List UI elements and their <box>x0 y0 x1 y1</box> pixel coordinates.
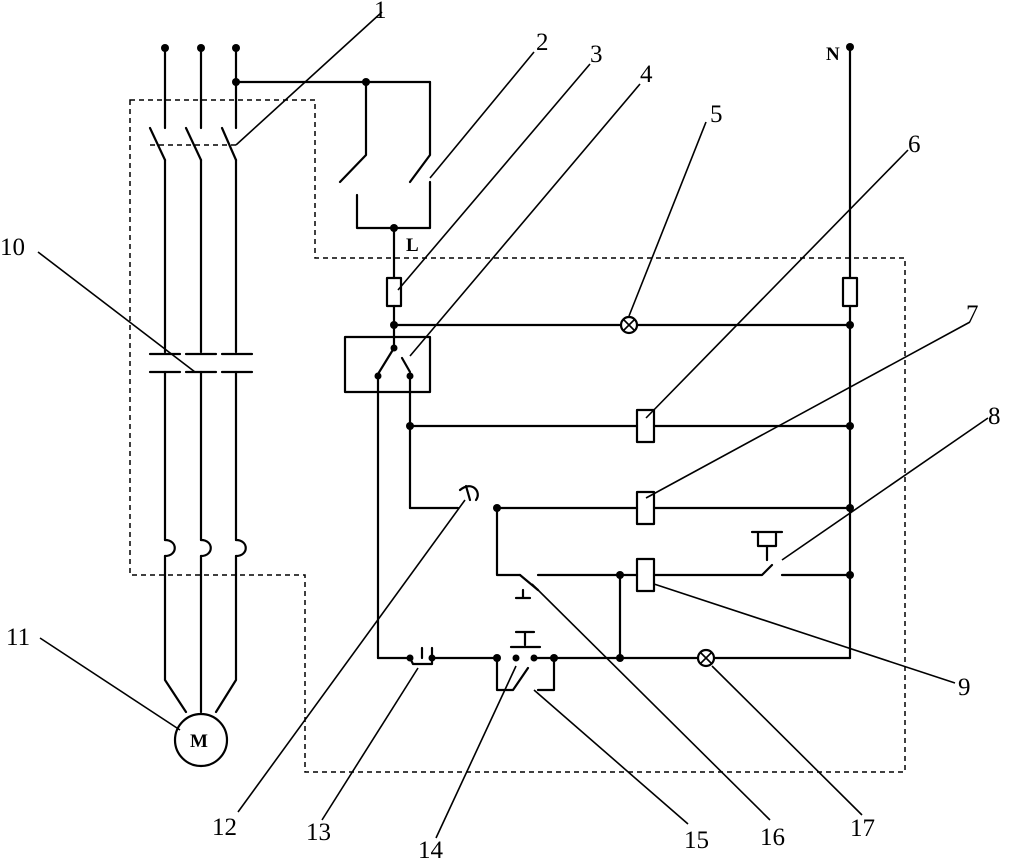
callout-2: 2 <box>536 29 549 56</box>
three-phase-power-circuit: M <box>148 44 254 768</box>
callout-5: 5 <box>710 101 723 128</box>
fuse-line <box>385 276 403 327</box>
indicator-lamp-top <box>619 315 639 335</box>
callout-8: 8 <box>988 403 1001 430</box>
line-terminal-label: L <box>406 235 419 256</box>
callout-leader-lines <box>37 11 989 839</box>
motor-label: M <box>190 731 208 752</box>
callout-15: 15 <box>684 827 709 854</box>
callout-11: 11 <box>6 624 30 651</box>
coil-branch-7 <box>408 484 854 526</box>
callout-9: 9 <box>958 674 971 701</box>
motor-symbol <box>173 712 229 768</box>
callout-17: 17 <box>850 815 875 842</box>
callout-1: 1 <box>374 0 387 24</box>
fuse-neutral <box>841 276 859 308</box>
callout-10: 10 <box>0 234 25 261</box>
coil-branch-9 <box>495 506 854 660</box>
callout-12: 12 <box>212 814 237 841</box>
neutral-bus: N <box>826 43 854 660</box>
neutral-terminal-label: N <box>826 44 840 65</box>
callout-7: 7 <box>966 301 979 328</box>
control-supply-switches: L <box>232 78 432 280</box>
callout-6: 6 <box>908 131 921 158</box>
callout-13: 13 <box>306 819 331 846</box>
callout-3: 3 <box>590 41 603 68</box>
coil-branch-6 <box>406 408 854 444</box>
indicator-rail <box>390 315 854 335</box>
dashed-enclosure-outline <box>129 99 906 773</box>
callout-16: 16 <box>760 824 785 851</box>
relay-box <box>343 323 432 660</box>
bottom-control-rail <box>376 630 852 692</box>
callout-4: 4 <box>640 61 653 88</box>
callout-14: 14 <box>418 837 444 863</box>
